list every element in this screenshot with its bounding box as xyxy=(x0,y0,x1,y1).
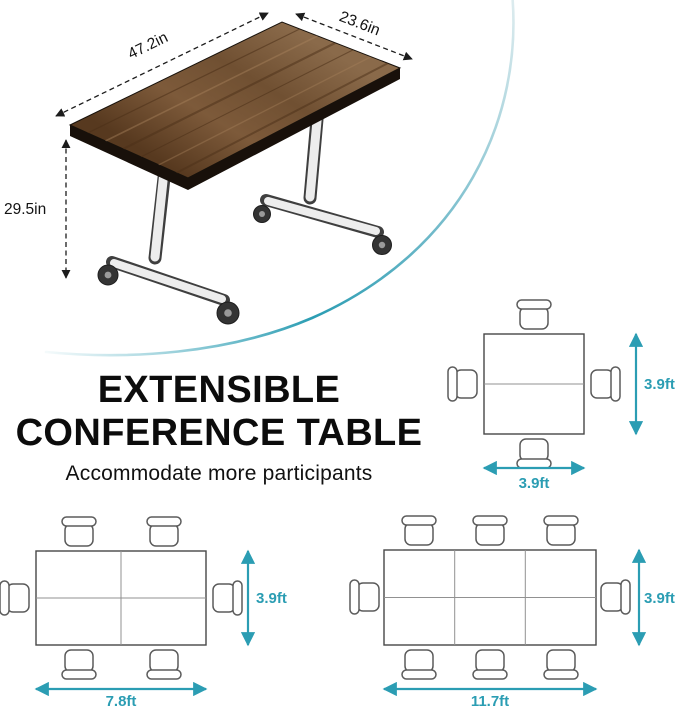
depth-dimension-label: 23.6in xyxy=(337,8,383,39)
chair-icon xyxy=(61,516,97,547)
height-dimension-label: 3.9ft xyxy=(256,590,287,607)
depth-dimension-line xyxy=(295,12,413,61)
chair-icon xyxy=(401,515,437,546)
chair-icon xyxy=(600,579,631,615)
seating-diagram-6: 3.9ft 7.8ft xyxy=(0,516,287,710)
table-legs xyxy=(97,101,392,325)
headline-subtitle: Accommodate more participants xyxy=(65,461,373,485)
chair-icon xyxy=(472,649,508,680)
chair-icon xyxy=(447,366,478,402)
chair-icon xyxy=(146,516,182,547)
arc-path xyxy=(44,0,515,357)
headline-line2: CONFERENCE TABLE xyxy=(15,411,423,454)
headline-line1: EXTENSIBLE xyxy=(97,369,341,411)
length-dimension-label: 47.2in xyxy=(125,29,170,63)
table-top xyxy=(68,21,402,190)
width-dimension-label: 11.7ft xyxy=(471,693,509,710)
caster-icon xyxy=(216,301,240,325)
height-dimension-label: 29.5in xyxy=(4,201,46,218)
chair-icon xyxy=(516,438,552,469)
width-dimension-label: 3.9ft xyxy=(519,475,550,492)
headline-block: EXTENSIBLE CONFERENCE TABLE Accommodate … xyxy=(0,369,438,486)
length-dimension-line xyxy=(55,12,269,117)
chair-icon xyxy=(516,299,552,330)
caster-icon xyxy=(372,235,392,255)
hero-illustration: 47.2in 23.6in 29.5in xyxy=(4,8,413,325)
chair-icon xyxy=(61,649,97,680)
chair-icon xyxy=(212,580,243,616)
width-dimension-label: 7.8ft xyxy=(106,693,137,710)
chair-icon xyxy=(543,649,579,680)
chair-icon xyxy=(472,515,508,546)
seating-diagram-4: 3.9ft 3.9ft xyxy=(447,299,675,492)
caster-icon xyxy=(97,264,119,286)
seating-diagram-8: 3.9ft 11.7ft xyxy=(349,515,675,710)
chair-icon xyxy=(590,366,621,402)
chair-icon xyxy=(0,580,30,616)
height-dimension-label: 3.9ft xyxy=(644,590,675,607)
caster-icon xyxy=(253,205,271,223)
chair-icon xyxy=(349,579,380,615)
height-dimension-label: 3.9ft xyxy=(644,376,675,393)
chair-icon xyxy=(401,649,437,680)
chair-icon xyxy=(146,649,182,680)
chair-icon xyxy=(543,515,579,546)
